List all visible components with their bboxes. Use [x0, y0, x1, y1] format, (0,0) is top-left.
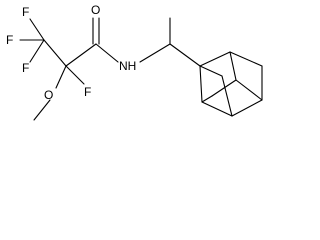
bond-set — [19, 17, 201, 121]
bond-calpha-ccarbonyl — [65, 43, 97, 67]
bond-calpha-f — [65, 65, 85, 85]
adamantane-cage — [199, 51, 263, 117]
bond-ccarbonyl-n — [95, 43, 119, 63]
bond-cf3-calpha — [43, 39, 67, 67]
bond-o-methyl — [33, 99, 51, 121]
bond-n-ch — [139, 43, 171, 63]
atom-f-top: F — [22, 5, 29, 19]
bond-cf3-f-bottom-left — [29, 39, 45, 63]
bond-calpha-o — [55, 65, 67, 89]
bond-ch-adamantane — [169, 43, 201, 67]
atom-f-bottom-left: F — [22, 61, 29, 75]
atom-f-alpha: F — [84, 85, 91, 99]
atom-f-left: F — [6, 33, 13, 47]
bond-cf3-f-top — [29, 18, 45, 41]
molecule-structure: F F F F O O NH — [6, 3, 263, 121]
atom-o-carbonyl: O — [91, 3, 100, 17]
atom-o-methoxy: O — [44, 88, 53, 102]
atom-labels: F F F F O O NH — [6, 3, 136, 102]
atom-nh: NH — [119, 59, 136, 73]
